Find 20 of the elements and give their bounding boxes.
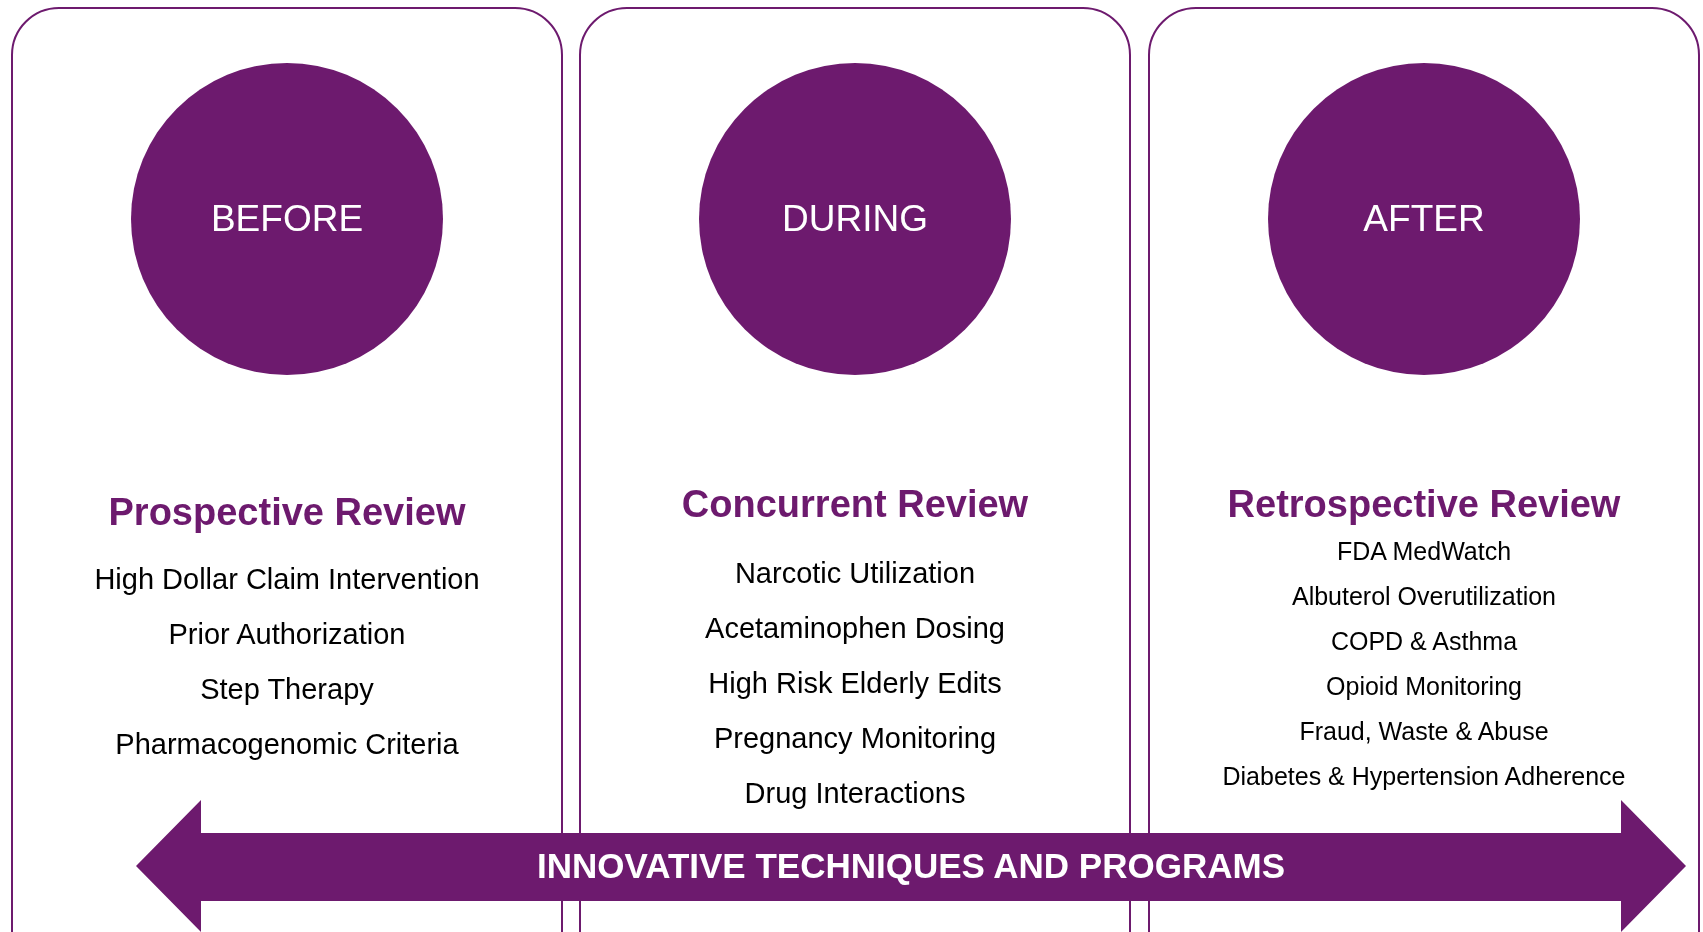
review-item: Opioid Monitoring	[1326, 672, 1522, 701]
review-heading: Concurrent Review	[680, 483, 1030, 526]
review-item: High Risk Elderly Edits	[708, 667, 1002, 700]
review-item: Albuterol Overutilization	[1292, 582, 1556, 611]
review-item: Narcotic Utilization	[734, 557, 976, 590]
review-heading: Prospective Review	[107, 491, 467, 534]
stage-label: DURING	[782, 198, 928, 240]
review-item: Acetaminophen Dosing	[705, 612, 1005, 645]
review-item: Prior Authorization	[168, 618, 406, 651]
review-item: COPD & Asthma	[1330, 627, 1518, 656]
review-item: Step Therapy	[200, 673, 374, 706]
review-item: High Dollar Claim Intervention	[94, 563, 480, 596]
review-item: Fraud, Waste & Abuse	[1299, 717, 1549, 746]
review-item: Diabetes & Hypertension Adherence	[1222, 762, 1626, 791]
review-item: Pharmacogenomic Criteria	[115, 728, 459, 761]
review-heading: Retrospective Review	[1226, 483, 1622, 526]
stage-label: BEFORE	[210, 198, 364, 240]
review-item: FDA MedWatch	[1336, 537, 1512, 566]
stage-label: AFTER	[1363, 198, 1485, 240]
review-item: Pregnancy Monitoring	[713, 722, 997, 755]
